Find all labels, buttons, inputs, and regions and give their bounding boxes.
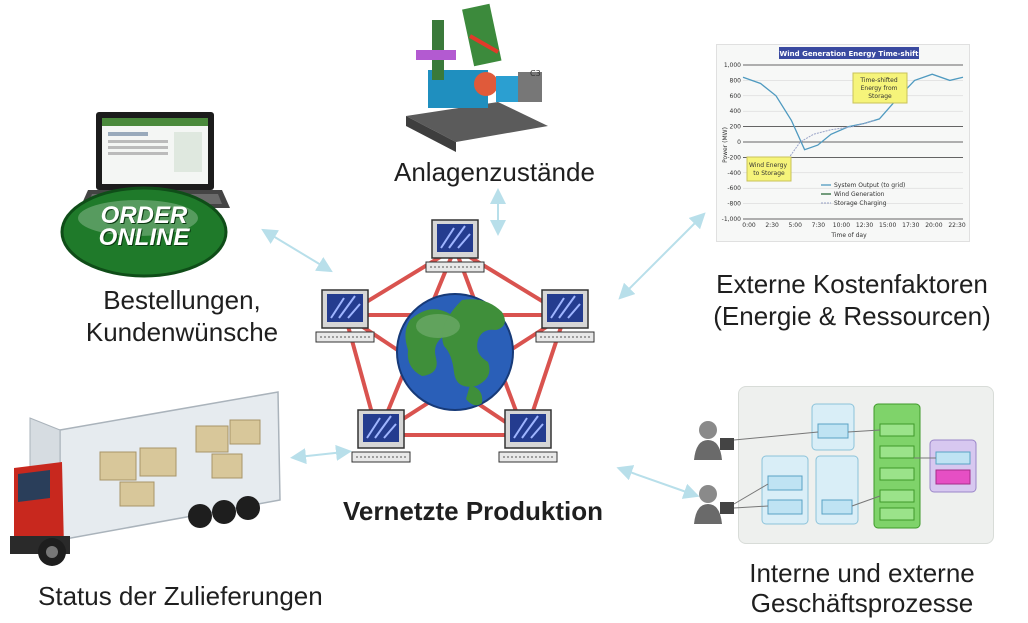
- globe-icon: [396, 293, 514, 411]
- arrow-supply: [290, 444, 352, 465]
- chart-legend: System Output (to grid) Wind Generation …: [821, 182, 905, 207]
- order-online-logo-text: ORDER ONLINE: [92, 202, 196, 251]
- y-tick-label: -400: [727, 170, 741, 177]
- y-tick-label: 0: [737, 139, 741, 146]
- x-tick-label: 0:00: [742, 222, 756, 229]
- series-system-output: [742, 73, 964, 151]
- annotation-wind-to-storage-text: Wind Energy to Storage: [749, 162, 789, 177]
- y-axis-ticks: 1,000 800 600 400 200 0 -200 -400 -600 -800 -1,000: [722, 62, 742, 223]
- orders-label-line1: Bestellungen,: [103, 285, 261, 315]
- x-tick-label: 2:30: [765, 222, 779, 229]
- chart-ylabel: Power (MW): [722, 127, 729, 163]
- process-step: [817, 423, 849, 439]
- process-step: [879, 445, 915, 459]
- y-tick-label: -600: [727, 185, 741, 192]
- x-tick-label: 5:00: [788, 222, 802, 229]
- process-step: [767, 499, 803, 515]
- supply-label: Status der Zulieferungen: [38, 581, 323, 611]
- x-tick-label: 10:00: [833, 222, 850, 229]
- series-storage-charging: [753, 119, 876, 182]
- chart-xlabel: Time of day: [830, 232, 867, 239]
- computer-icon: [498, 409, 558, 463]
- y-tick-label: 1,000: [724, 62, 741, 69]
- center-title: Vernetzte Produktion: [343, 496, 604, 526]
- computer-icon: [425, 219, 485, 273]
- user-icon: [694, 421, 734, 460]
- processes-label-line1: Interne und externe: [749, 558, 975, 588]
- y-tick-label: -1,000: [722, 216, 742, 223]
- y-tick-label: 600: [730, 93, 742, 100]
- orders-label: Bestellungen, Kundenwünsche: [84, 284, 280, 348]
- chart-canvas: Wind Generation Energy Time-shift 1,000 8…: [722, 47, 966, 239]
- logo-line-online: ONLINE: [98, 224, 190, 251]
- process-step: [879, 507, 915, 521]
- arrow-orders: [261, 228, 333, 273]
- legend-item-wind-generation: Wind Generation: [834, 191, 885, 198]
- costs-label: Externe Kostenfaktoren (Energie & Ressou…: [682, 268, 1022, 332]
- legend-item-storage-charging: Storage Charging: [834, 200, 887, 207]
- x-tick-label: 12:30: [856, 222, 873, 229]
- chart-title-bg: [779, 47, 919, 59]
- computer-icon: [351, 409, 411, 463]
- orders-label-line2: Kundenwünsche: [85, 317, 279, 347]
- x-tick-label: 20:00: [925, 222, 942, 229]
- user-icon: [694, 485, 734, 524]
- logo-line-order: ORDER: [100, 202, 188, 229]
- costs-label-line1: Externe Kostenfaktoren: [716, 269, 988, 299]
- y-tick-label: 800: [730, 77, 742, 84]
- x-tick-label: 17:30: [902, 222, 919, 229]
- arrow-processes: [616, 465, 700, 499]
- y-tick-label: -800: [727, 201, 741, 208]
- x-tick-label: 15:00: [879, 222, 896, 229]
- chart-title: Wind Generation Energy Time-shift: [780, 50, 920, 58]
- process-step: [935, 469, 971, 485]
- computer-icon: [535, 289, 595, 343]
- costs-label-line2: (Energie & Ressourcen): [713, 301, 991, 331]
- y-tick-label: 400: [730, 108, 742, 115]
- y-tick-label: -200: [727, 154, 741, 161]
- wind-chart: Wind Generation Energy Time-shift 1,000 8…: [716, 44, 970, 242]
- svg-text:C3: C3: [530, 69, 541, 78]
- annotation-time-shifted-text: Time-shifted Energy from Storage: [859, 77, 899, 100]
- process-step: [879, 467, 915, 481]
- annotation-wind-to-storage: Wind Energy to Storage: [746, 156, 792, 182]
- x-axis-ticks: 0:00 2:30 5:00 7:30 10:00 12:30 15:00 17:30 20:0…: [742, 222, 966, 229]
- process-step: [767, 475, 803, 491]
- y-tick-label: 200: [730, 124, 742, 131]
- processes-label-line2: Geschäftsprozesse: [750, 588, 974, 618]
- legend-item-system-output: System Output (to grid): [834, 182, 905, 189]
- process-step: [821, 499, 853, 515]
- annotation-time-shifted: Time-shifted Energy from Storage: [852, 72, 908, 104]
- x-tick-label: 22:30: [948, 222, 965, 229]
- processes-label: Interne und externe Geschäftsprozesse: [702, 558, 1022, 618]
- machines-label: Anlagenzustände: [394, 157, 595, 187]
- x-tick-label: 7:30: [812, 222, 826, 229]
- computer-icon: [315, 289, 375, 343]
- arrow-costs: [618, 212, 706, 300]
